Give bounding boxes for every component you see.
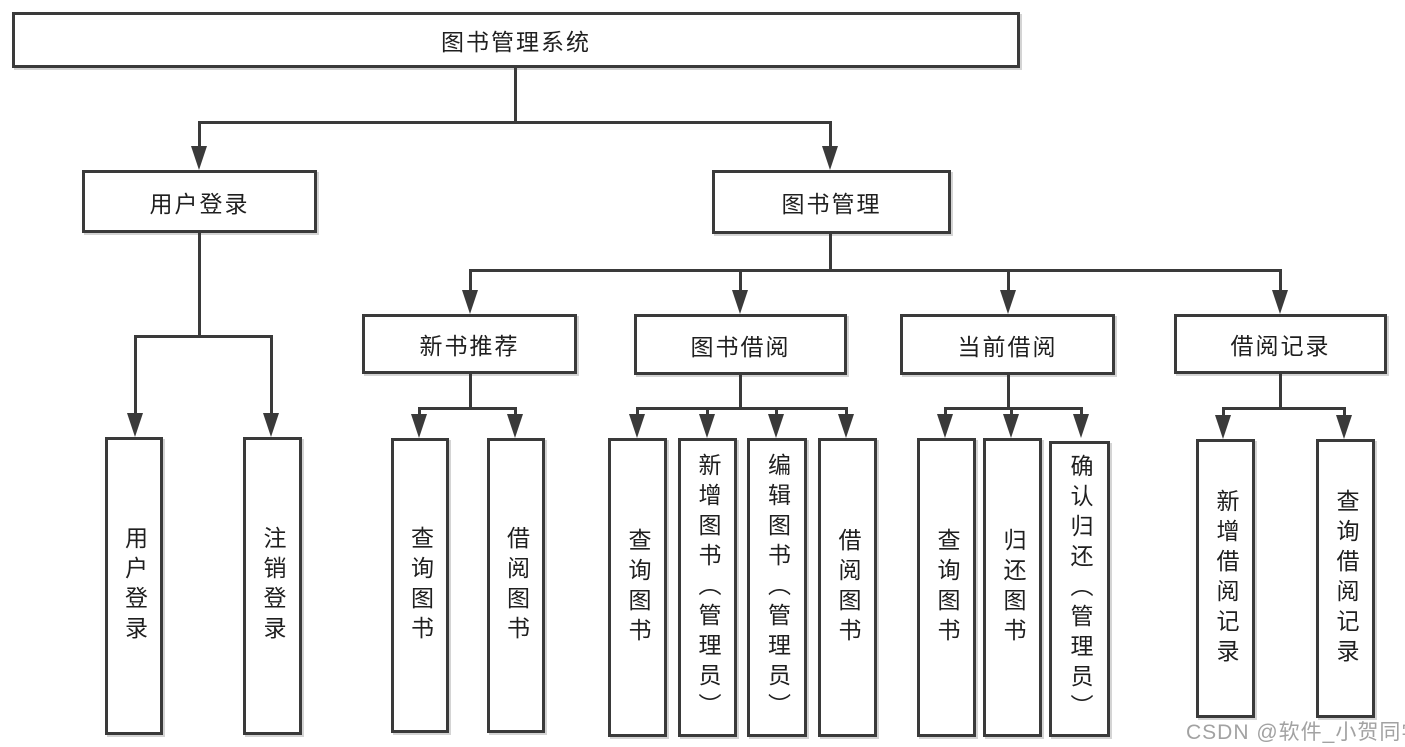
arrow-down-icon — [191, 146, 207, 170]
leaf-return-book: 归还图书 — [983, 438, 1042, 737]
connector-line — [1221, 407, 1225, 419]
node-book-management-module: 图书管理 — [712, 170, 951, 234]
connector-line — [197, 121, 832, 124]
connector-line — [943, 407, 947, 418]
node-label: 注销登录 — [260, 526, 286, 646]
connector-line — [1342, 407, 1346, 419]
connector-line — [197, 233, 201, 338]
arrow-down-icon — [768, 414, 784, 438]
arrow-down-icon — [462, 290, 478, 314]
arrow-down-icon — [937, 414, 953, 438]
connector-line — [844, 407, 848, 418]
node-label: 确认归还（管理员） — [1067, 454, 1093, 724]
node-label: 图书管理 — [781, 191, 882, 217]
node-borrowing-records: 借阅记录 — [1174, 314, 1387, 374]
arrow-down-icon — [1215, 415, 1231, 439]
connector-line — [468, 269, 1282, 272]
connector-line — [828, 121, 832, 150]
arrow-down-icon — [822, 146, 838, 170]
node-label: 图书借阅 — [690, 333, 791, 360]
arrow-down-icon — [1336, 415, 1352, 439]
arrow-down-icon — [1073, 414, 1089, 438]
leaf-edit-book-admin: 编辑图书（管理员） — [747, 438, 807, 737]
node-label: 借阅图书 — [835, 527, 861, 648]
leaf-logout: 注销登录 — [243, 437, 302, 735]
connector-line — [513, 68, 517, 124]
connector-line — [1006, 374, 1010, 410]
node-label: 新书推荐 — [419, 333, 520, 359]
arrow-down-icon — [1272, 290, 1288, 314]
connector-line — [417, 407, 421, 418]
connector-line — [635, 407, 639, 418]
connector-line — [197, 121, 201, 150]
arrow-down-icon — [629, 414, 645, 438]
arrow-down-icon — [699, 414, 715, 438]
arrow-down-icon — [838, 414, 854, 438]
connector-line — [133, 335, 273, 338]
connector-line — [133, 335, 137, 417]
leaf-user-login: 用户登录 — [105, 437, 163, 735]
node-label: 新增借阅记录 — [1213, 488, 1239, 669]
connector-line — [635, 407, 848, 410]
connector-line — [1278, 269, 1282, 294]
leaf-borrow-books-recommend: 借阅图书 — [487, 438, 545, 733]
connector-line — [1221, 407, 1346, 410]
node-label: 用户登录 — [121, 526, 148, 646]
watermark: CSDN @软件_小贺同学 — [1186, 721, 1405, 744]
arrow-down-icon — [127, 413, 143, 437]
arrow-down-icon — [1000, 290, 1016, 314]
connector-line — [774, 407, 778, 418]
connector-line — [943, 407, 1083, 410]
node-label: 借阅图书 — [503, 525, 530, 646]
leaf-query-books-borrowing: 查询图书 — [608, 438, 667, 737]
leaf-query-borrow-record: 查询借阅记录 — [1316, 439, 1375, 718]
node-user-login-module: 用户登录 — [82, 170, 317, 233]
node-label: 编辑图书（管理员） — [764, 452, 791, 723]
arrow-down-icon — [263, 413, 279, 437]
node-label: 归还图书 — [1000, 527, 1026, 648]
connector-line — [738, 374, 742, 410]
connector-line — [513, 407, 517, 418]
node-label: 新增图书（管理员） — [695, 452, 721, 723]
leaf-query-books-current: 查询图书 — [917, 438, 976, 737]
connector-line — [828, 234, 832, 272]
node-label: 借阅记录 — [1230, 333, 1331, 359]
connector-line — [269, 335, 273, 417]
node-new-book-recommend: 新书推荐 — [362, 314, 577, 374]
connector-line — [738, 269, 742, 294]
arrow-down-icon — [732, 290, 748, 314]
connector-line — [468, 269, 472, 294]
connector-line — [1079, 407, 1083, 418]
node-label: 图书管理系统 — [441, 29, 591, 55]
connector-line — [417, 407, 517, 410]
arrow-down-icon — [1003, 414, 1019, 438]
node-label: 查询借阅记录 — [1333, 488, 1359, 669]
node-library-system-root: 图书管理系统 — [12, 12, 1020, 68]
leaf-query-books-recommend: 查询图书 — [391, 438, 449, 733]
connector-line — [1006, 269, 1010, 294]
connector-line — [1009, 407, 1013, 418]
leaf-borrow-books-borrowing: 借阅图书 — [818, 438, 877, 737]
node-label: 用户登录 — [149, 190, 250, 217]
leaf-add-book-admin: 新增图书（管理员） — [678, 438, 737, 737]
leaf-confirm-return-admin: 确认归还（管理员） — [1049, 441, 1110, 737]
node-label: 查询图书 — [934, 527, 960, 648]
arrow-down-icon — [507, 414, 523, 438]
node-label: 查询图书 — [407, 525, 434, 646]
connector-line — [1278, 374, 1282, 410]
connector-line — [705, 407, 709, 418]
leaf-add-borrow-record: 新增借阅记录 — [1196, 439, 1255, 718]
arrow-down-icon — [411, 414, 427, 438]
node-book-borrowing: 图书借阅 — [634, 314, 847, 375]
connector-line — [468, 374, 472, 410]
node-label: 查询图书 — [625, 527, 651, 648]
node-current-borrowing: 当前借阅 — [900, 314, 1115, 375]
node-label: 当前借阅 — [957, 333, 1058, 360]
